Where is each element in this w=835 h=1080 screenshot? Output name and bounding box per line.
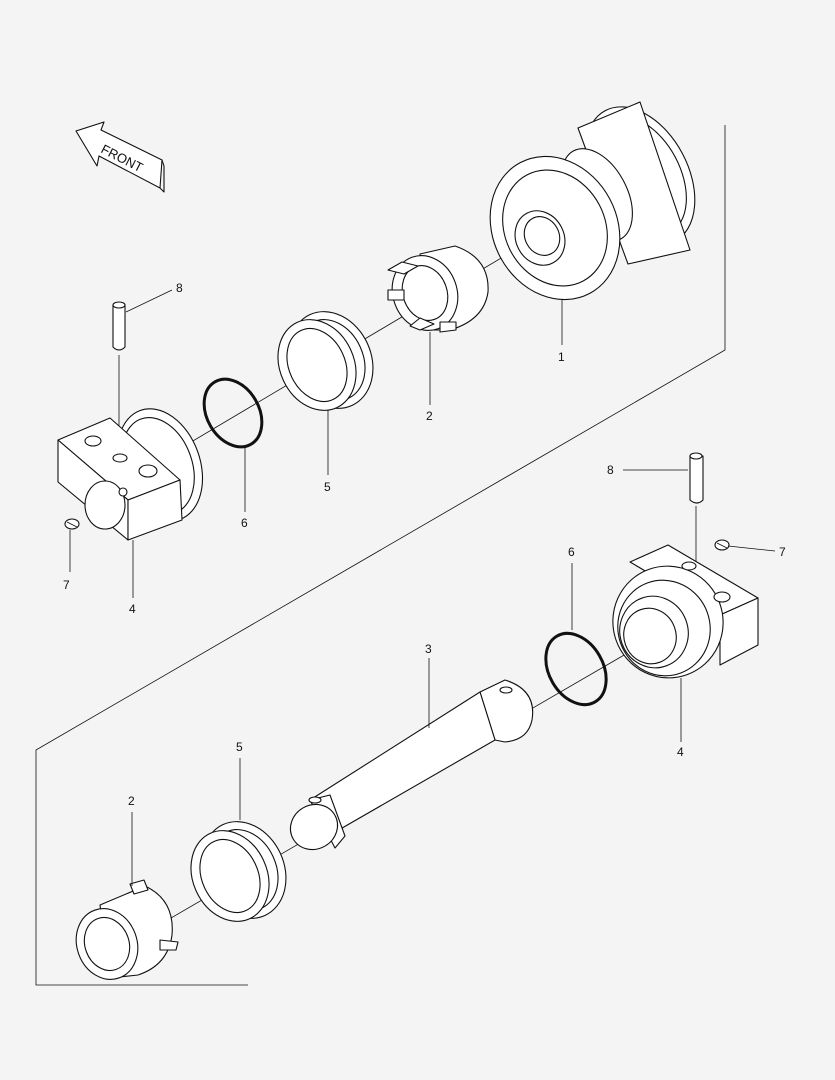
front-arrow: FRONT bbox=[75, 121, 165, 193]
callout-5-lower: 5 bbox=[236, 740, 243, 754]
leader-lines bbox=[69, 289, 776, 886]
callout-3: 3 bbox=[425, 642, 432, 656]
part-bushing-upper bbox=[387, 245, 489, 333]
callout-6-lower: 6 bbox=[568, 545, 575, 559]
callout-2-upper: 2 bbox=[426, 409, 433, 423]
callout-5-upper: 5 bbox=[324, 480, 331, 494]
part-pin-upper bbox=[112, 301, 126, 452]
part-seal-upper bbox=[277, 311, 374, 411]
part-collar-lower bbox=[612, 544, 759, 679]
callout-1: 1 bbox=[558, 350, 565, 364]
part-oring-lower bbox=[544, 631, 608, 707]
callout-6-upper: 6 bbox=[241, 516, 248, 530]
part-pin-lower bbox=[689, 452, 704, 580]
callout-7-upper: 7 bbox=[63, 578, 70, 592]
part-shaft bbox=[289, 679, 534, 851]
callout-8-lower: 8 bbox=[607, 463, 614, 477]
callout-4-upper: 4 bbox=[129, 602, 136, 616]
part-collar-upper bbox=[57, 408, 204, 541]
callout-8-upper: 8 bbox=[176, 281, 183, 295]
part-roller bbox=[489, 101, 696, 301]
callout-2-lower: 2 bbox=[128, 794, 135, 808]
callout-4-lower: 4 bbox=[677, 745, 684, 759]
part-oring-upper bbox=[202, 377, 264, 449]
part-bushing-lower bbox=[75, 879, 179, 980]
part-setscrew-lower bbox=[714, 539, 730, 551]
callouts: 1 2 5 6 4 7 8 8 7 6 3 4 5 2 bbox=[63, 281, 786, 808]
part-setscrew-upper bbox=[64, 518, 80, 530]
assembly-frame bbox=[35, 125, 726, 986]
callout-7-lower: 7 bbox=[779, 545, 786, 559]
part-seal-lower bbox=[190, 821, 287, 922]
